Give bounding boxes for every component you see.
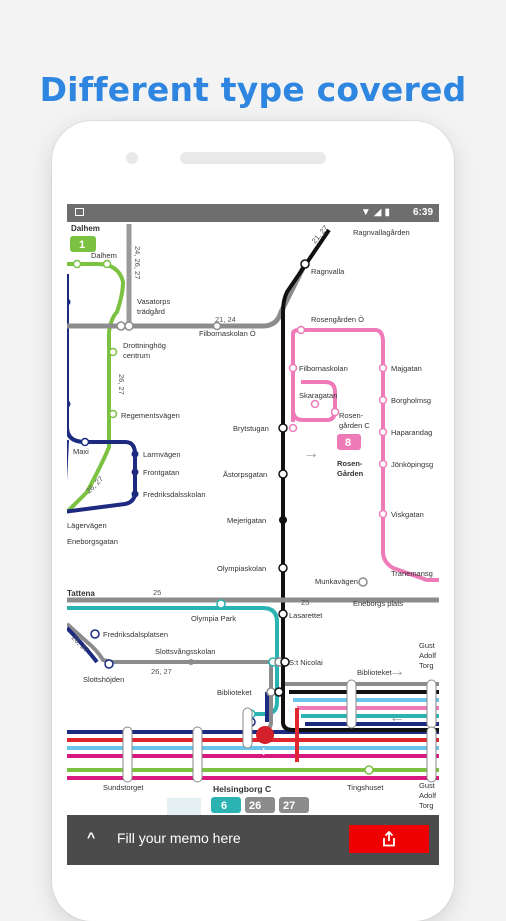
camera-dot (126, 152, 138, 164)
station-borgholmsg: Borgholmsg (391, 396, 431, 405)
route-label-26-27-f: 26, 27 (151, 667, 172, 676)
station-rosengarden-2: Gården (337, 469, 364, 478)
headline: Different type covered (39, 70, 467, 109)
route-label-26-27-d: 26, 27 (84, 474, 105, 495)
station-gust-bot-2: Adolf (419, 791, 437, 800)
station-rosengarden-c-1: Rosen- (339, 411, 364, 420)
station-rosengarden-c-2: gården C (339, 421, 370, 430)
signal-icon: ◢ (373, 207, 385, 218)
phone-screen: ▼◢▮ 6:39 (67, 204, 439, 900)
station-jonkopingsg: Jönköpingsg (391, 460, 433, 469)
route-label-26-27-v: 26, 27 (117, 374, 126, 395)
station-gust-top-2: Adolf (419, 651, 437, 660)
svg-text:!: ! (262, 747, 265, 758)
line-badge-1: 1 (70, 236, 96, 252)
station-lasarettet: Lasarettet (289, 611, 323, 620)
station-rosengarden-1: Rosen- (337, 459, 363, 468)
line-badge-6: 6 (211, 797, 241, 813)
station-gust-top-3: Torg (419, 661, 434, 670)
station-centrum: centrum (123, 351, 150, 360)
line-pink (291, 328, 439, 582)
route-label-25-a: 25 (153, 588, 161, 597)
line-grey-26-27 (67, 622, 287, 664)
route-label-25-b: 25 (301, 598, 309, 607)
line-badge-26: 26 (245, 797, 275, 813)
status-time: 6:39 (412, 207, 433, 218)
station-eneborgs-plats: Eneborgs plats (353, 599, 403, 608)
station-filbornaskolan-o: Filbornaskolan Ö (199, 329, 256, 338)
status-bar: ▼◢▮ 6:39 (67, 204, 439, 222)
svg-text:26: 26 (249, 800, 261, 812)
speaker-grille (180, 152, 326, 164)
svg-text:27: 27 (283, 800, 295, 812)
station-maxi: Maxi (73, 447, 89, 456)
arrow-right-icon: → (303, 445, 319, 462)
station-gust-bot-1: Gust (419, 781, 436, 790)
station-drottninghog: Drottninghög (123, 341, 166, 350)
route-label-24-26-27: 24, 26, 27 (133, 246, 142, 279)
station-skaragatan: Skaragatan (299, 391, 337, 400)
station-ragnvallagarden: Ragnvallagården (353, 228, 410, 237)
station-brytstugan: Brytstugan (233, 424, 269, 433)
station-vasatorps: Vasatorps (137, 297, 170, 306)
svg-text:8: 8 (345, 437, 351, 449)
station-regementsvagen: Regementsvägen (121, 411, 180, 420)
station-astorpsgatan: Åstorpsgatan (223, 470, 267, 479)
station-majgatan: Majgatan (391, 364, 422, 373)
line-badge-27: 27 (279, 797, 309, 813)
station-filbornaskolan: Filbornaskolan (299, 364, 348, 373)
station-eneborgsgatan: Eneborgsgatan (67, 537, 118, 546)
station-olympiaskolan: Olympiaskolan (217, 564, 266, 573)
station-haparandag: Haparandag (391, 428, 432, 437)
line-grey-21-24 (67, 262, 308, 329)
station-frontgatan: Frontgatan (143, 468, 179, 477)
station-tingshuset: Tingshuset (347, 783, 384, 792)
station-dalhem-small: Dalhem (91, 251, 117, 260)
station-rosengarden-o: Rosengården Ö (311, 315, 364, 324)
memo-bar: ^ Fill your memo here (67, 815, 439, 865)
station-st-nicolai: S:t Nicolai (289, 658, 323, 667)
station-fredriksdalsplatsen: Fredriksdalsplatsen (103, 630, 168, 639)
arrow-left-icon: ← (389, 709, 405, 726)
chevron-up-icon[interactable]: ^ (87, 829, 96, 845)
station-fredriksdalsskolan: Fredriksdalsskolan (143, 490, 206, 499)
line-black (281, 228, 331, 692)
line-badge-8: 8 (337, 434, 361, 450)
image-notification-icon (75, 208, 84, 216)
transit-map[interactable]: → → ← ! Dalhem Dalhem Ragnvallagården Ra… (67, 222, 439, 815)
wifi-icon: ▼ (360, 207, 374, 218)
station-biblioteket-r: Biblioteket (357, 668, 393, 677)
station-tattena: Tattena (67, 589, 95, 598)
station-tradgard: trädgård (137, 307, 165, 316)
station-helsingborg-c: Helsingborg C (213, 784, 271, 794)
station-gust-bot-3: Torg (419, 801, 434, 810)
station-slottshojden: Slottshöjden (83, 675, 124, 684)
station-viskgatan: Viskgatan (391, 510, 424, 519)
station-larmvagen: Larmvägen (143, 450, 181, 459)
route-label-21-24: 21, 24 (215, 315, 236, 324)
station-mejerigatan: Mejerigatan (227, 516, 266, 525)
svg-text:6: 6 (221, 800, 227, 812)
arrow-right-icon: → (389, 663, 405, 680)
share-button[interactable] (349, 825, 429, 853)
line-green (67, 262, 126, 514)
station-sundstorget: Sundstorget (103, 783, 144, 792)
station-biblioteket-l: Biblioteket (217, 688, 253, 697)
screen-bottom (67, 865, 439, 900)
share-icon (383, 831, 395, 847)
station-tranemansg: Tranemansg (391, 569, 433, 578)
memo-input[interactable]: Fill your memo here (117, 830, 241, 846)
station-lagervagen: Lägervägen (67, 521, 107, 530)
location-pin-icon[interactable]: ! (256, 726, 275, 762)
station-olympia-park: Olympia Park (191, 614, 236, 623)
station-gust-top-1: Gust (419, 641, 436, 650)
station-munkavagen: Munkavägen (315, 577, 358, 586)
station-slottsvangsskolan: Slottsvångsskolan (155, 647, 215, 656)
battery-icon: ▮ (384, 207, 393, 218)
station-ragnvalla: Ragnvalla (311, 267, 345, 276)
line-navy (67, 274, 137, 514)
station-dalhem: Dalhem (71, 224, 100, 233)
svg-text:1: 1 (79, 239, 85, 251)
